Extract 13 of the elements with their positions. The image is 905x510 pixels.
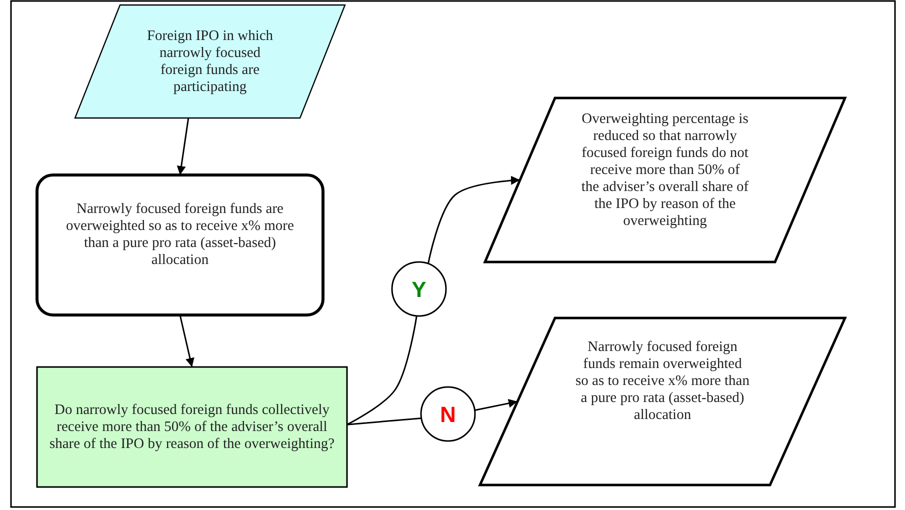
node-text: Narrowly focused foreign funds remain overweighted so as to receive x% more than a pure pro rata (asset-based) allocation (575, 339, 750, 424)
node-text: Narrowly focused foreign funds are overweighted so as to receive x% more than a pure pro rata (asset-based) allocation (65, 201, 295, 269)
node-text: Overweighting percentage is reduced so that narrowly focused foreign funds do not receive more than 50% of the adviser’s overall share of the IPO by reason of the overweighting (580, 110, 750, 230)
branch-label: N (440, 406, 456, 422)
node-text: Do narrowly focused foreign funds collectively receive more than 50% of the adviser’s overall share of the IPO by reason of the overweighting? (48, 402, 336, 452)
connector-line (346, 417, 422, 426)
connector-line (346, 316, 418, 426)
arrow (176, 118, 190, 176)
arrow (179, 314, 194, 368)
arrow (474, 398, 518, 411)
arrow (428, 176, 520, 264)
branch-label: Y (412, 280, 426, 298)
node-text: Foreign IPO in which narrowly focused foreign funds are participating (146, 28, 274, 96)
